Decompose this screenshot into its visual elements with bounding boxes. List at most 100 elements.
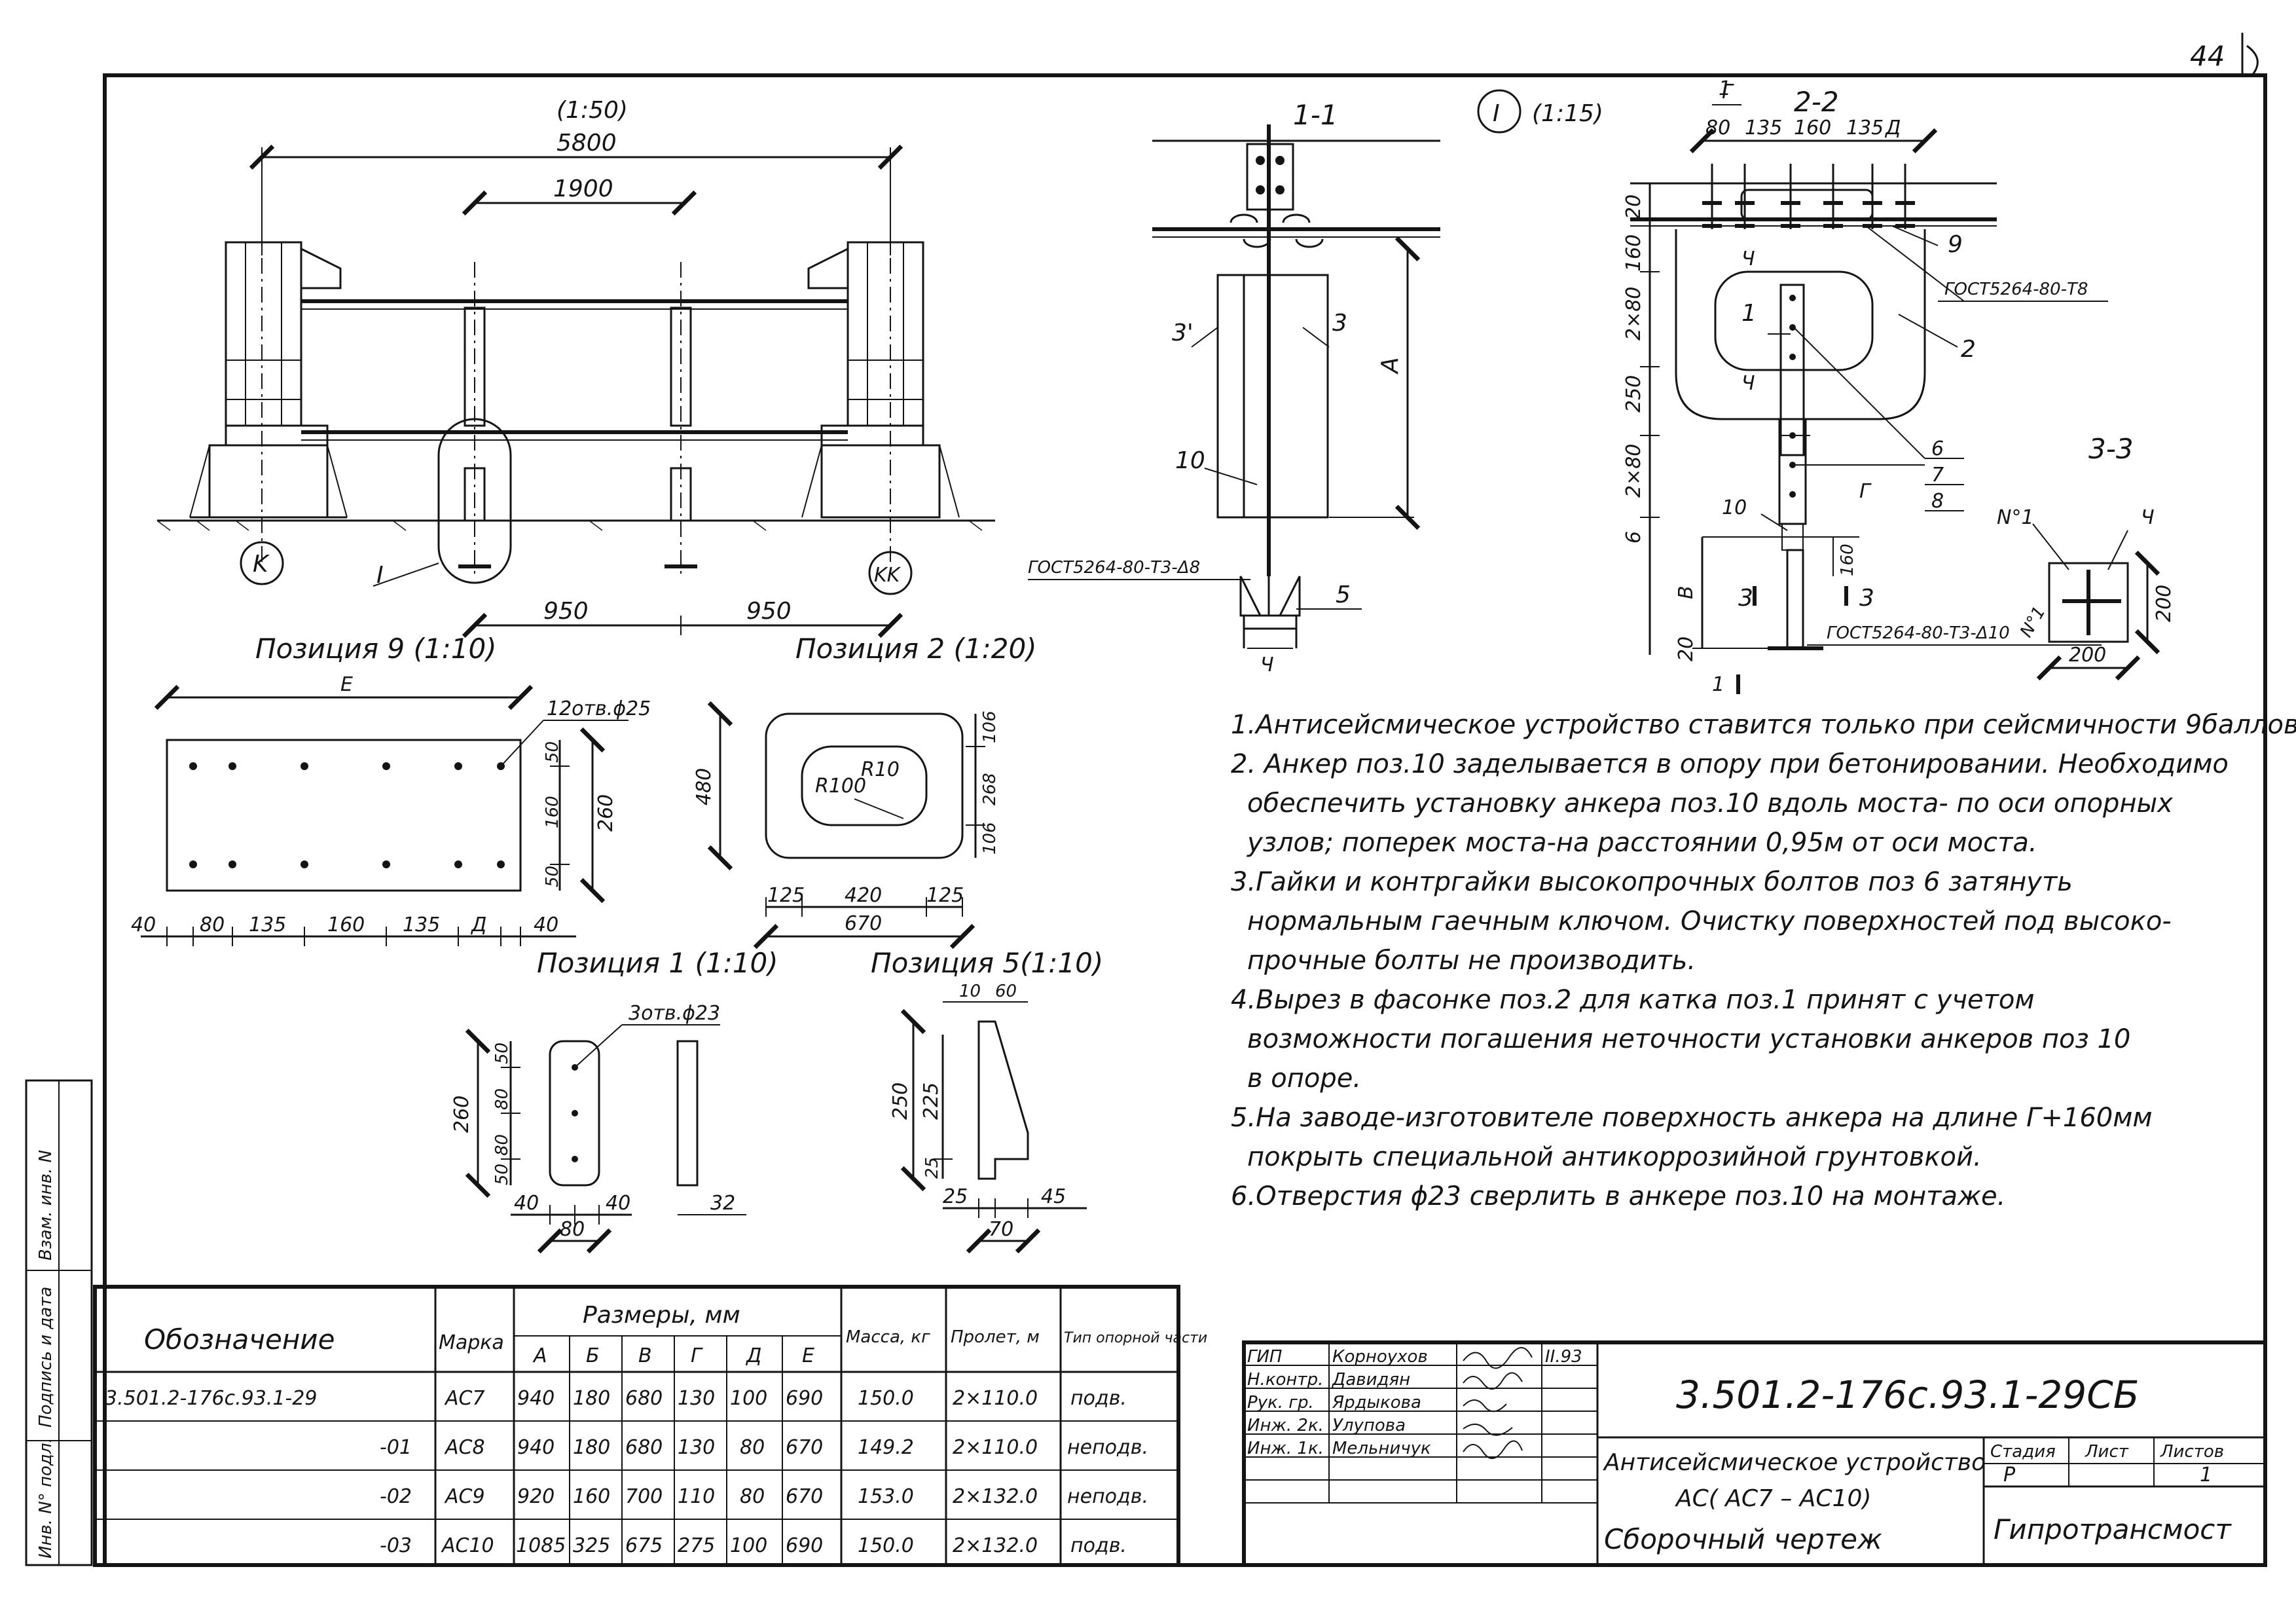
- section-1-weld: ГОСТ5264-80-Т3-Δ8: [1028, 558, 1200, 578]
- section-2-cut-3-left: 3: [1738, 585, 1753, 612]
- note-line-3: обеспечить установку анкера поз.10 вдоль…: [1247, 788, 2173, 819]
- section-2-2: 2-2 80 135 160 135 Д Г: [1622, 77, 2108, 696]
- row-2-mass: 153.0: [858, 1485, 914, 1508]
- pos2-dim-bottom-2: 125: [926, 884, 964, 907]
- row-3-a: 1085: [516, 1534, 566, 1557]
- section-2-dim-20: 20: [1675, 637, 1698, 661]
- title-line-3: Сборочный чертеж: [1604, 1523, 1882, 1555]
- row-2-e: 670: [786, 1485, 823, 1508]
- row-0-g: 130: [678, 1387, 715, 1410]
- side-stamp-inv: Инв. N° подл.: [36, 1437, 56, 1559]
- section-1-1: 1-1 A 3' 3 10 5 Ч ГОСТ5264-80-Т3: [1028, 99, 1440, 676]
- pos2-radius-outer: R100: [815, 775, 866, 798]
- section-1-label-ch: Ч: [1260, 654, 1274, 676]
- section-2-weld: ГОСТ5264-80-Т8: [1944, 280, 2088, 299]
- row-3-g: 275: [678, 1534, 715, 1557]
- person-1-name: Давидян: [1332, 1370, 1410, 1390]
- node-label-I: I: [376, 562, 384, 589]
- col-mark: Марка: [439, 1331, 504, 1354]
- pos9-holes-label: 12отв.ϕ25: [547, 697, 651, 720]
- dim-5800: 5800: [556, 130, 617, 157]
- note-line-2: 2. Анкер поз.10 заделывается в опору при…: [1231, 749, 2229, 779]
- pos2-dim-bottom-0: 125: [767, 884, 805, 907]
- row-1-type: неподв.: [1067, 1436, 1148, 1459]
- position-2: Позиция 2 (1:20) R100 R10 480 106 268 10…: [693, 633, 1037, 950]
- note-line-4: узлов; поперек моста-на расстоянии 0,95м…: [1247, 828, 2037, 858]
- row-0-b: 180: [573, 1387, 610, 1410]
- row-2-span: 2×132.0: [953, 1485, 1038, 1508]
- pos9-dim-bottom-5: Д: [470, 913, 486, 936]
- row-2-type: неподв.: [1067, 1485, 1148, 1508]
- table-row: -01 АС8 940 180 680 130 80 670 149.2 2×1…: [380, 1436, 1148, 1459]
- person-2-role: Рук. гр.: [1247, 1393, 1314, 1412]
- row-3-d: 100: [730, 1534, 767, 1557]
- pos1-dim-width: 80: [560, 1218, 585, 1241]
- title-line-1: Антисейсмическое устройство: [1603, 1449, 1986, 1476]
- pos2-radius-inner: R10: [861, 758, 900, 781]
- side-stamp-sign: Подпись и дата: [36, 1287, 56, 1428]
- pos9-title: Позиция 9 (1:10): [255, 633, 497, 665]
- pos5-title: Позиция 5(1:10): [871, 947, 1103, 979]
- signatures: [1463, 1347, 1533, 1459]
- row-0-v: 680: [625, 1387, 663, 1410]
- section-2-title: 2-2: [1794, 86, 1839, 118]
- person-4-name: Мельничук: [1332, 1439, 1431, 1458]
- pos2-dim-width: 670: [845, 912, 882, 935]
- person-3-role: Инж. 2к.: [1247, 1416, 1324, 1435]
- pos9-dim-bottom-6: 40: [534, 913, 558, 936]
- stage-value: Р: [2003, 1464, 2016, 1486]
- row-3-mass: 150.0: [858, 1534, 914, 1557]
- main-view-scale: (1:50): [556, 97, 628, 124]
- dim-2-top-2: 160: [1794, 117, 1831, 139]
- row-2-b: 160: [573, 1485, 610, 1508]
- detail-I-marker: I: [1493, 100, 1500, 127]
- row-2-designation: -02: [380, 1485, 412, 1508]
- pos5-dim-top-1: 60: [995, 982, 1017, 1001]
- section-1-label-3: 3: [1332, 310, 1347, 337]
- section-2-label-1: 1: [1741, 300, 1757, 327]
- col-size-v: В: [638, 1344, 652, 1367]
- table-row: -03 АС10 1085 325 675 275 100 690 150.0 …: [380, 1534, 1127, 1557]
- pos2-dim-bottom-1: 420: [845, 884, 882, 907]
- sheets-label: Листов: [2160, 1442, 2224, 1462]
- table-row: -02 АС9 920 160 700 110 80 670 153.0 2×1…: [380, 1485, 1148, 1508]
- row-1-mark: АС8: [444, 1436, 485, 1459]
- side-stamp-replace: Взам. инв. N: [36, 1150, 56, 1261]
- col-size-g: Г: [691, 1344, 703, 1367]
- section-2-label-10: 10: [1722, 496, 1747, 519]
- section-2-label-6: 6: [1931, 437, 1944, 460]
- note-line-11: 5.На заводе-изготовителе поверхность анк…: [1231, 1103, 2153, 1133]
- pos1-title: Позиция 1 (1:10): [537, 947, 778, 979]
- dim-2-left-2: 2×80: [1622, 287, 1645, 341]
- pos9-dim-bottom-4: 135: [403, 913, 440, 936]
- row-1-mass: 149.2: [858, 1436, 914, 1459]
- pos5-dim-bottom-0: 25: [943, 1185, 968, 1208]
- pos9-dim-bottom-1: 80: [200, 913, 225, 936]
- section-3-marker: N°1: [1997, 506, 2034, 529]
- pos9-dim-bottom-0: 40: [131, 913, 156, 936]
- section-2-label-ch-top: Ч: [1741, 248, 1755, 270]
- row-1-span: 2×110.0: [953, 1436, 1038, 1459]
- dim-950-left: 950: [543, 598, 589, 625]
- org-name: Гипротрансмост: [1994, 1513, 2232, 1545]
- pos1-dim-left-2: 80: [492, 1134, 512, 1156]
- person-0-name: Корноухов: [1332, 1347, 1428, 1367]
- section-3-weld-note: N°1: [2016, 603, 2049, 640]
- bolts-2-2: [1702, 164, 1915, 229]
- col-size-d: Д: [745, 1344, 761, 1367]
- pos2-dim-right-1: 268: [980, 773, 1000, 805]
- person-1-role: Н.контр.: [1247, 1370, 1323, 1390]
- col-size-a: А: [532, 1344, 547, 1367]
- pos9-dim-right-2: 50: [543, 866, 562, 887]
- row-3-v: 675: [625, 1534, 663, 1557]
- sheet-frame: [103, 33, 2267, 1567]
- row-1-g: 130: [678, 1436, 715, 1459]
- section-1-dim-A: A: [1377, 357, 1404, 375]
- pos2-title: Позиция 2 (1:20): [795, 633, 1037, 665]
- section-3-title: 3-3: [2088, 433, 2134, 465]
- row-2-g: 110: [678, 1485, 715, 1508]
- person-4-role: Инж. 1к.: [1247, 1439, 1324, 1458]
- pos5-dim-bottom-1: 45: [1041, 1185, 1066, 1208]
- row-0-type: подв.: [1070, 1387, 1127, 1410]
- spec-table: Обозначение Марка Размеры, мм А Б В Г Д …: [93, 1285, 1207, 1567]
